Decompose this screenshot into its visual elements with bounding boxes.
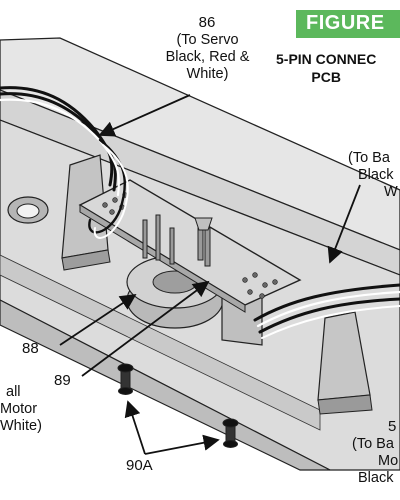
callout-86-text: (To Servo Black, Red & White) bbox=[150, 32, 265, 83]
right-standoff-face bbox=[317, 394, 373, 415]
pcb-pads bbox=[102, 192, 278, 299]
callout-5x-line3: Black bbox=[358, 470, 394, 486]
figure-title-line2: PCB bbox=[311, 69, 341, 85]
callout-86-line1: (To Servo bbox=[176, 32, 239, 48]
housing-front-edge bbox=[0, 254, 321, 431]
pcb-components bbox=[142, 214, 213, 267]
housing-back-wall bbox=[0, 37, 400, 251]
figure-badge-label: FIGURE bbox=[306, 12, 385, 34]
callout-90a-number: 90A bbox=[126, 457, 153, 474]
callout-86-number: 86 bbox=[198, 14, 216, 31]
callout-87-text: (To Ba Black W bbox=[348, 150, 398, 201]
callout-89-number: 89 bbox=[54, 372, 71, 389]
screw-left bbox=[117, 363, 134, 395]
figure-title-line1: 5-PIN CONNEC bbox=[276, 51, 377, 67]
wire-bundle-upper bbox=[0, 86, 129, 239]
wire-bundle-right bbox=[253, 283, 400, 339]
callout-88-number: 88 bbox=[22, 340, 39, 357]
callout-left-line3: White) bbox=[0, 418, 42, 434]
callout-left-line2: Motor bbox=[0, 401, 38, 417]
callout-5x-line1: (To Ba bbox=[352, 436, 394, 452]
callout-left-text: all Motor White) bbox=[0, 384, 42, 435]
mounting-hole-inner bbox=[16, 203, 40, 219]
callout-87-line1: (To Ba bbox=[348, 150, 390, 166]
callout-5x-number: 5 bbox=[388, 418, 397, 435]
callout-86-line3: White) bbox=[186, 66, 229, 82]
figure-badge bbox=[296, 10, 400, 38]
left-standoff-face bbox=[61, 249, 111, 271]
figure-title: 5-PIN CONNEC PCB bbox=[276, 50, 376, 86]
callout-87-line2: Black bbox=[358, 167, 394, 183]
callout-left-line1: all bbox=[6, 384, 21, 400]
callout-5x-text: (To Ba Mo Black bbox=[352, 436, 398, 487]
leader-lines bbox=[59, 94, 361, 455]
callout-86-line2: Black, Red & bbox=[165, 49, 250, 65]
housing-front-lip bbox=[0, 299, 331, 471]
callout-87-line3: W bbox=[384, 184, 398, 200]
callout-5x-line2: Mo bbox=[378, 453, 399, 469]
screw-right bbox=[222, 418, 239, 448]
